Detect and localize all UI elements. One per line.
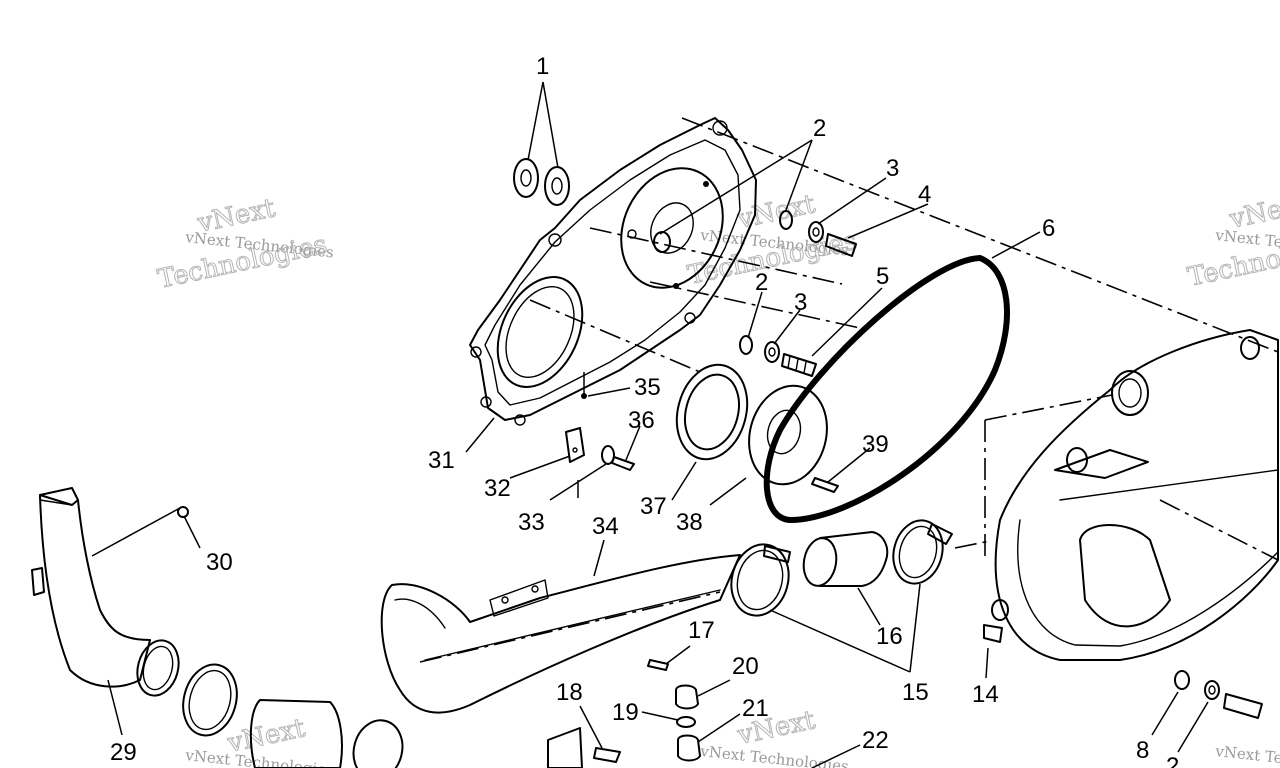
watermark-bottom-left: vNext vNext Technologies	[184, 713, 335, 768]
drive-belt	[763, 254, 1010, 524]
bolt-assembly-upper	[779, 210, 857, 257]
inner-cover-plate	[469, 117, 757, 426]
leader-lines	[91, 81, 1209, 768]
label-part-14: 14	[972, 681, 999, 708]
label-part-39: 39	[862, 431, 889, 458]
watermark-center: vNext vNext Technologies Technologies	[685, 189, 861, 292]
label-part-15: 15	[902, 679, 929, 706]
label-part-2b: 2	[755, 269, 768, 296]
left-duct	[31, 487, 404, 768]
part-labels: 1 2 3 4 6 2 3 5 35 36 31 39 32 33 37 38 …	[110, 53, 1179, 768]
label-part-16: 16	[876, 623, 903, 650]
label-part-36: 36	[628, 407, 655, 434]
label-part-32: 32	[484, 475, 511, 502]
label-part-33: 33	[518, 509, 545, 536]
bolt-assembly-bottom-right	[1174, 670, 1263, 719]
label-part-2c: 2	[1166, 753, 1179, 768]
watermark-left: vNext vNext Technologies Technologies	[155, 193, 335, 296]
seal-and-plate	[675, 363, 839, 493]
label-part-5: 5	[876, 263, 889, 290]
watermark-right: vNext vNext Technologies Technologies	[1185, 189, 1280, 294]
bottom-hardware	[547, 659, 701, 768]
label-part-18: 18	[556, 679, 583, 706]
watermark-text: vNext Technologies	[699, 742, 850, 768]
label-part-30: 30	[206, 549, 233, 576]
watermark-bottom-right: vNext Technologies	[1214, 742, 1280, 768]
label-part-21: 21	[742, 695, 769, 722]
watermark-logo: vNext	[734, 189, 818, 235]
clamps-and-boot	[730, 519, 953, 617]
label-part-35: 35	[634, 374, 661, 401]
label-part-38: 38	[676, 509, 703, 536]
label-part-6: 6	[1042, 215, 1055, 242]
label-part-2: 2	[813, 115, 826, 142]
label-part-3: 3	[886, 155, 899, 182]
label-part-4: 4	[918, 181, 931, 208]
label-part-1: 1	[536, 53, 549, 80]
label-part-20: 20	[732, 653, 759, 680]
label-part-8: 8	[1136, 737, 1149, 764]
label-part-17: 17	[688, 617, 715, 644]
label-part-22: 22	[862, 727, 889, 754]
label-part-19: 19	[612, 699, 639, 726]
washers-part-1	[513, 158, 570, 206]
intake-duct	[380, 554, 741, 714]
watermark-bottom-center: vNext vNext Technologies	[699, 705, 850, 768]
clutch-outer-cover	[983, 329, 1279, 661]
watermark-text: vNext Technologies	[1214, 742, 1280, 768]
label-part-31: 31	[428, 447, 455, 474]
label-part-3b: 3	[794, 289, 807, 316]
label-part-34: 34	[592, 513, 619, 540]
bracket-and-screws	[565, 372, 635, 471]
label-part-37: 37	[640, 493, 667, 520]
label-part-29: 29	[110, 739, 137, 766]
bolt-assembly-lower	[739, 335, 817, 377]
